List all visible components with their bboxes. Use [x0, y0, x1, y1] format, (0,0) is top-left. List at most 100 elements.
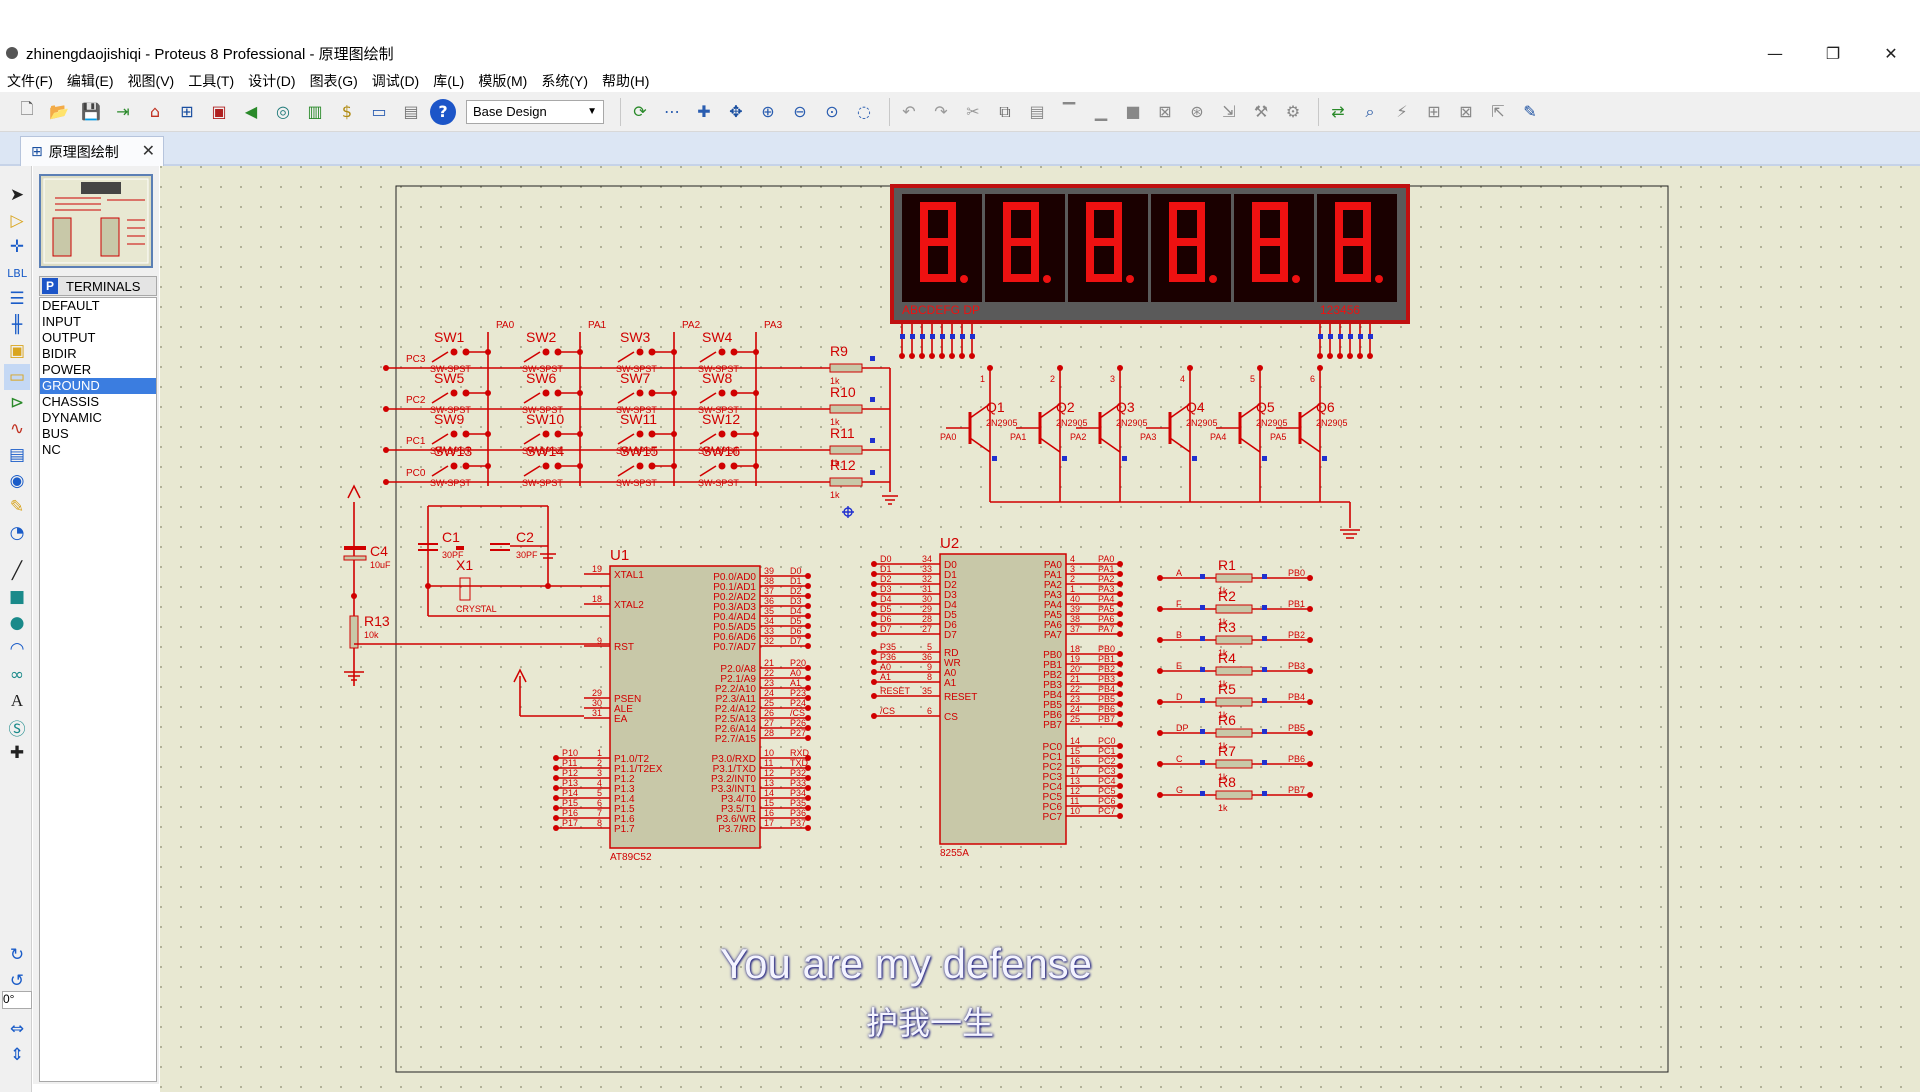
save-icon[interactable]: 💾 [81, 102, 101, 121]
remove-sheet-icon[interactable]: ⊠ [1459, 102, 1473, 121]
virtual-instruments-icon[interactable]: ◔ [9, 523, 25, 543]
subcircuit-mode-icon[interactable]: ▣ [8, 341, 26, 361]
redo-icon[interactable]: ↷ [934, 102, 948, 121]
pick-devices-button[interactable]: P [42, 278, 58, 294]
rotation-angle-field[interactable]: 0° [2, 991, 32, 1009]
menu-edit[interactable]: 编辑(E) [66, 73, 114, 89]
symbol-tool-icon[interactable]: Ⓢ [8, 719, 26, 740]
menu-debug[interactable]: 调试(D) [371, 73, 420, 89]
property-tool-icon[interactable]: ⚡ [1396, 102, 1408, 121]
binary-icon[interactable]: ▭ [371, 102, 387, 121]
block-copy-icon[interactable]: ▔ [1062, 102, 1076, 121]
schematic-icon[interactable]: ⊞ [180, 102, 194, 121]
3d-view-icon[interactable]: ◎ [276, 102, 290, 121]
decompose-icon[interactable]: ⚙ [1285, 102, 1301, 121]
undo-icon[interactable]: ↶ [902, 102, 916, 121]
bus-mode-icon[interactable]: ╫ [11, 315, 23, 335]
gerber-icon[interactable]: ◀ [244, 102, 258, 121]
cut-icon[interactable]: ✂ [966, 102, 980, 121]
menu-template[interactable]: 模版(M) [478, 73, 528, 89]
mirror-horizontal-icon[interactable]: ⇔ [9, 1019, 25, 1039]
pick-device-icon[interactable]: ⊛ [1190, 102, 1204, 121]
help-icon[interactable]: ? [430, 98, 456, 125]
text-script-icon[interactable]: ☰ [9, 289, 25, 309]
make-device-icon[interactable]: ⇲ [1222, 102, 1236, 121]
terminals-mode-icon[interactable]: ▭ [4, 364, 30, 390]
paste-icon[interactable]: ▤ [1029, 102, 1045, 121]
minimize-button[interactable]: — [1767, 43, 1783, 63]
list-item-selected[interactable]: GROUND [40, 378, 156, 394]
menu-view[interactable]: 视图(V) [127, 73, 175, 89]
zoom-all-icon[interactable]: ⊙ [825, 102, 839, 121]
home-icon[interactable]: ⌂ [149, 102, 161, 121]
copy-icon[interactable]: ⧉ [999, 101, 1011, 121]
list-item[interactable]: CHASSIS [42, 394, 100, 409]
menu-design[interactable]: 设计(D) [248, 73, 296, 89]
circle-tool-icon[interactable]: ● [9, 613, 25, 633]
pcb-icon[interactable]: ▣ [211, 102, 227, 121]
device-pins-icon[interactable]: ⊳ [9, 393, 25, 413]
rotate-clockwise-icon[interactable]: ↻ [9, 945, 25, 965]
maximize-button[interactable]: ❐ [1825, 43, 1841, 63]
source-code-icon[interactable]: ▥ [307, 102, 323, 121]
graph-mode-icon[interactable]: ∿ [9, 419, 25, 439]
arc-tool-icon[interactable]: ◠ [9, 639, 25, 659]
selection-mode-icon[interactable]: ➤ [9, 185, 25, 205]
new-sheet-icon[interactable]: ⊞ [1427, 102, 1441, 121]
menu-library[interactable]: 库(L) [433, 73, 465, 89]
wire-autorouter-icon[interactable]: ⇄ [1331, 102, 1345, 121]
menu-file[interactable]: 文件(F) [7, 73, 53, 89]
tape-recorder-icon[interactable]: ▤ [8, 445, 26, 465]
list-item[interactable]: OUTPUT [42, 330, 96, 345]
list-item[interactable]: POWER [42, 362, 92, 377]
netlist-icon[interactable]: ✎ [1523, 102, 1537, 121]
voltage-probe-icon[interactable]: ✎ [9, 497, 25, 517]
generator-mode-icon[interactable]: ◉ [9, 471, 25, 491]
bill-of-materials-icon[interactable]: $ [341, 102, 353, 121]
menu-system[interactable]: 系统(Y) [541, 73, 589, 89]
mirror-vertical-icon[interactable]: ⇕ [9, 1045, 25, 1065]
menu-tools[interactable]: 工具(T) [188, 73, 235, 89]
text-tool-icon[interactable]: A [10, 691, 24, 710]
notes-icon[interactable]: ▤ [403, 102, 419, 121]
line-tool-icon[interactable]: ╱ [11, 561, 23, 581]
overview-window[interactable] [39, 174, 153, 268]
refresh-icon[interactable]: ⟳ [633, 102, 647, 121]
marker-tool-icon[interactable]: ✚ [9, 743, 25, 763]
box-tool-icon[interactable]: ■ [8, 587, 26, 607]
menu-graph[interactable]: 图表(G) [309, 73, 358, 89]
layer-select[interactable]: Base Design ▼ [466, 99, 604, 124]
close-tab-button[interactable]: ✕ [141, 141, 155, 160]
search-icon[interactable]: ⌕ [1365, 101, 1375, 121]
close-button[interactable]: ✕ [1884, 43, 1898, 63]
rotate-anticlockwise-icon[interactable]: ↺ [9, 971, 25, 991]
exit-to-parent-icon[interactable]: ⇱ [1491, 102, 1505, 121]
new-file-icon[interactable]: 🗋 [20, 99, 34, 118]
list-item[interactable]: BIDIR [42, 346, 77, 361]
path-tool-icon[interactable]: ∞ [9, 665, 25, 685]
block-rotate-icon[interactable]: ■ [1125, 102, 1141, 121]
pan-icon[interactable]: ✥ [729, 102, 743, 121]
list-item[interactable]: INPUT [42, 314, 81, 329]
list-item[interactable]: DYNAMIC [42, 410, 102, 425]
block-move-icon[interactable]: ▁ [1094, 102, 1108, 121]
junction-dot-icon[interactable]: ✛ [9, 237, 25, 257]
list-item[interactable]: BUS [42, 426, 69, 441]
zoom-in-icon[interactable]: ⊕ [761, 102, 775, 121]
wire-label-icon[interactable]: LBL [7, 266, 27, 280]
tab-schematic-capture[interactable]: ⊞ 原理图绘制 ✕ [20, 136, 164, 166]
grid-icon[interactable]: ⋯ [664, 102, 680, 121]
list-item[interactable]: DEFAULT [42, 298, 100, 313]
component-mode-icon[interactable]: ▷ [10, 211, 24, 231]
zoom-out-icon[interactable]: ⊖ [793, 102, 807, 121]
list-item[interactable]: NC [42, 442, 61, 457]
menu-help[interactable]: 帮助(H) [602, 73, 650, 89]
package-tool-icon[interactable]: ⚒ [1253, 102, 1269, 121]
open-folder-icon[interactable]: 📂 [49, 102, 69, 121]
origin-icon[interactable]: ✚ [697, 102, 711, 121]
zoom-area-icon[interactable]: ◌ [857, 102, 871, 121]
block-delete-icon[interactable]: ⊠ [1158, 102, 1172, 121]
import-icon[interactable]: ⇥ [116, 102, 130, 121]
